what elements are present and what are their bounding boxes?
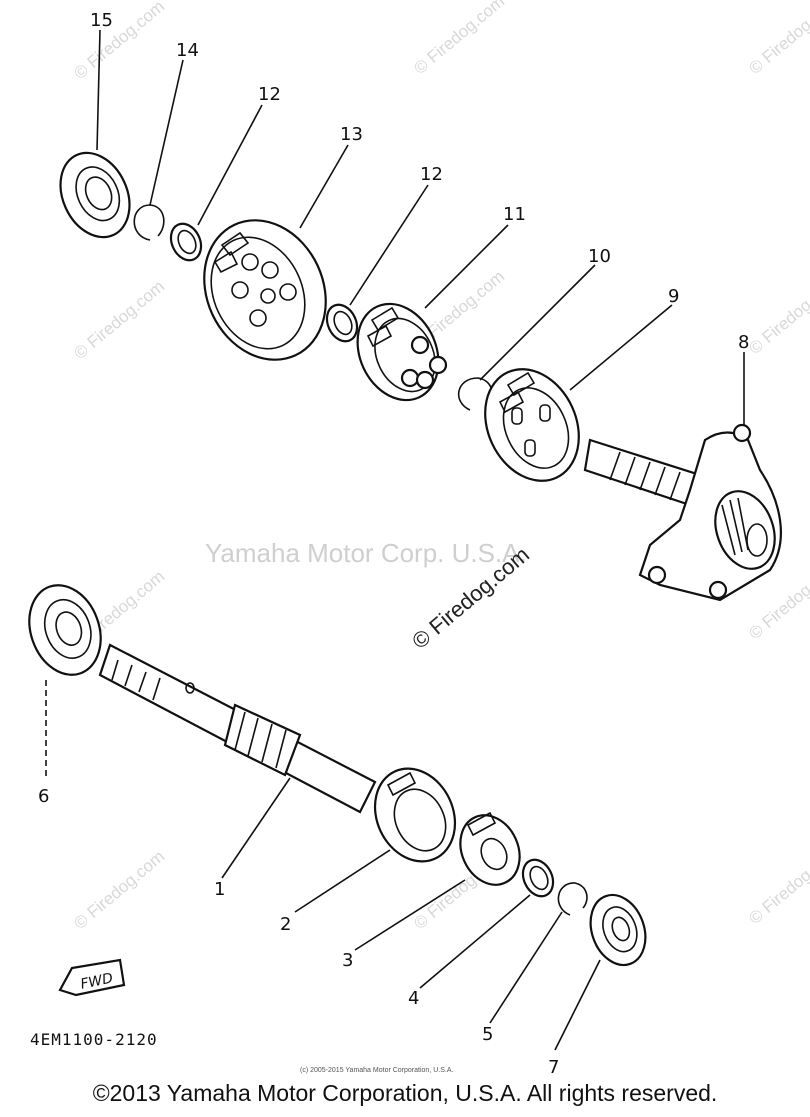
part-circlip-14 [133, 204, 165, 241]
watermark-firedog: © Firedog.com [745, 272, 810, 358]
part-shaft-assembly-8 [583, 423, 782, 602]
part-gear-13 [203, 219, 327, 361]
part-label: 1 [214, 879, 225, 900]
part-label: 10 [588, 246, 611, 267]
part-label: 13 [340, 124, 363, 145]
watermark-firedog: © Firedog.com [410, 0, 508, 78]
part-hub-11 [356, 302, 448, 402]
part-washer-4 [521, 858, 555, 898]
fwd-label: FWD [79, 970, 115, 992]
part-label: 2 [280, 914, 291, 935]
watermark-yamaha: Yamaha Motor Corp. U.S.A. [205, 538, 527, 568]
part-label: 6 [38, 786, 49, 807]
part-gear-3 [459, 811, 521, 886]
part-gear-9 [484, 368, 580, 482]
part-label: 7 [548, 1057, 559, 1078]
part-label: 12 [420, 164, 443, 185]
part-label: 5 [482, 1024, 493, 1045]
part-gear-2 [373, 767, 457, 863]
part-bearing-15 [59, 151, 131, 239]
part-circlip-5 [557, 882, 588, 916]
part-bearing-7 [589, 893, 647, 967]
part-washer-12-top [169, 222, 203, 262]
part-label: 15 [90, 10, 113, 31]
part-washer-12-mid [325, 303, 359, 343]
watermark-firedog: © Firedog.com [70, 277, 168, 363]
watermark-firedog: © Firedog.com [70, 0, 168, 83]
watermark-firedog: © Firedog.com [70, 847, 168, 933]
part-label: 4 [408, 988, 419, 1009]
part-labels: 15 14 12 13 12 11 10 9 8 6 1 2 3 4 5 7 [38, 10, 749, 1078]
fwd-arrow: FWD [58, 958, 126, 997]
small-copyright: (c) 2005-2015 Yamaha Motor Corporation, … [300, 1067, 454, 1074]
part-label: 12 [258, 84, 281, 105]
part-bearing-6 [28, 584, 102, 676]
part-label: 11 [503, 204, 526, 225]
part-code: 4EM1100-2120 [30, 1030, 158, 1049]
part-label: 14 [176, 40, 199, 61]
part-label: 3 [342, 950, 353, 971]
part-main-shaft-1 [98, 643, 377, 814]
watermark-firedog: © Firedog.com [745, 0, 810, 78]
footer-copyright: ©2013 Yamaha Motor Corporation, U.S.A. A… [92, 1080, 718, 1106]
watermark-firedog: © Firedog.com [745, 842, 810, 928]
part-label: 8 [738, 332, 749, 353]
leader-lines [45, 29, 745, 1051]
part-label: 9 [668, 286, 679, 307]
